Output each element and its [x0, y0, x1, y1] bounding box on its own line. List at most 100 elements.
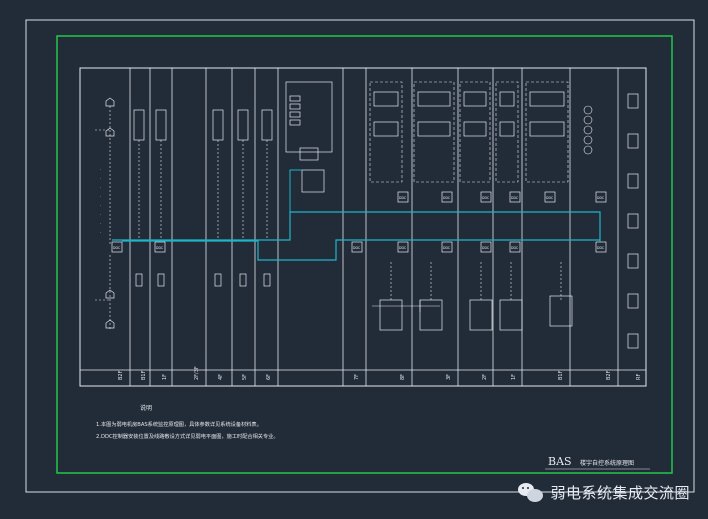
- system-group: [369, 81, 403, 183]
- device-box: [289, 103, 301, 110]
- ddc-controller: [595, 241, 607, 253]
- floor-label: 7F: [354, 374, 360, 380]
- ddc-controller: [480, 241, 492, 253]
- ddc-controller: [441, 191, 453, 203]
- equipment-unit: [499, 91, 515, 107]
- bus-link: [289, 169, 302, 212]
- floor-label: B2F: [606, 370, 612, 380]
- terminal-device: [627, 173, 639, 189]
- floor-label: B1F: [558, 370, 564, 380]
- ddc-label: DDC: [443, 246, 451, 250]
- wechat-icon: [518, 482, 544, 503]
- valve-symbol: [583, 115, 593, 125]
- point-tag: -: [100, 212, 101, 216]
- note-line-2: 2.DDC控制器安装位置及线路敷设方式详见弱电平面图，施工时配合相关专业。: [96, 432, 279, 440]
- ddc-controller: [480, 191, 492, 203]
- point-tag: -: [100, 176, 101, 180]
- device-box: [289, 119, 301, 126]
- terminal-device: [627, 333, 639, 349]
- ddc-label: DDC: [353, 246, 361, 250]
- equipment-unit: [469, 299, 493, 331]
- equipment-unit: [419, 299, 443, 331]
- terminal-device: [627, 133, 639, 149]
- ddc-controller: [111, 241, 123, 253]
- ddc-controller: [351, 241, 363, 253]
- actuator: [214, 273, 222, 287]
- floor-label: 1F: [162, 374, 168, 380]
- valve-symbol: [583, 145, 593, 155]
- sensor-symbol: [105, 127, 115, 137]
- terminal-device: [627, 213, 639, 229]
- ddc-label: DDC: [482, 246, 490, 250]
- watermark: 弱电系统集成交流圈: [518, 482, 690, 503]
- equipment-unit: [463, 121, 487, 137]
- ddc-controller: [595, 191, 607, 203]
- bas-bus-lines: [112, 169, 601, 261]
- floor-label: B2F: [118, 370, 124, 380]
- ddc-label: DDC: [113, 246, 121, 250]
- server: [299, 147, 319, 161]
- point-tag: -: [100, 194, 101, 198]
- ddc-label: DDC: [399, 196, 407, 200]
- floor-label: 6F: [266, 374, 272, 380]
- point-tag: -: [100, 167, 101, 171]
- equipment-unit: [379, 299, 403, 331]
- point-tag: -: [100, 221, 101, 225]
- bus-lower: [122, 239, 600, 261]
- actuator: [135, 273, 143, 287]
- bas-room-group: [285, 81, 333, 153]
- floor-label: 2F: [482, 374, 488, 380]
- ddc-controller: [397, 241, 409, 253]
- device-box: [289, 111, 301, 118]
- ddc-label: DDC: [511, 246, 519, 250]
- floor-label: 1F: [511, 374, 517, 380]
- equipment-unit: [373, 91, 399, 107]
- floor-label: 2F/3F: [194, 366, 200, 380]
- floor-label: 8F: [400, 374, 406, 380]
- equipment-unit: [549, 295, 573, 327]
- equipment-unit: [373, 121, 399, 137]
- valve-symbol: [583, 125, 593, 135]
- device-box: [289, 95, 301, 102]
- ddc-label: DDC: [597, 246, 605, 250]
- floor-columns: [80, 68, 646, 386]
- equipment-unit: [155, 109, 167, 141]
- equipment-unit: [529, 91, 565, 107]
- equipment-unit: [133, 109, 145, 141]
- equipment-unit: [237, 109, 249, 141]
- ddc-label: DDC: [156, 246, 164, 250]
- ddc-label: DDC: [511, 196, 519, 200]
- system-group: [459, 81, 491, 183]
- sensor-symbol: [105, 97, 115, 107]
- terminal-device: [627, 93, 639, 109]
- watermark-text: 弱电系统集成交流圈: [550, 484, 690, 502]
- ddc-controller: [509, 191, 521, 203]
- notes-heading: 说明: [140, 404, 152, 412]
- ddc-label: DDC: [482, 196, 490, 200]
- ddc-controller: [509, 241, 521, 253]
- actuator: [263, 273, 271, 287]
- floor-label: 4F: [218, 374, 224, 380]
- actuator: [157, 273, 165, 287]
- floor-label: B1F: [141, 370, 147, 380]
- equipment-unit: [212, 109, 224, 141]
- equipment-unit: [417, 91, 451, 107]
- valve-symbol: [583, 135, 593, 145]
- point-tag: -: [100, 185, 101, 189]
- floor-label: RF: [636, 374, 642, 380]
- workstation: [301, 169, 325, 193]
- sheet-border: [25, 19, 695, 493]
- floor-label: 5F: [242, 374, 248, 380]
- system-box: [79, 67, 647, 387]
- equipment-unit: [261, 109, 273, 141]
- ddc-controller: [441, 241, 453, 253]
- point-tag: -: [100, 230, 101, 234]
- ddc-label: DDC: [597, 196, 605, 200]
- bus-upper: [112, 211, 601, 242]
- title-text: 楼宇自控系统原理图: [580, 459, 634, 467]
- sensor-symbol: [105, 319, 115, 329]
